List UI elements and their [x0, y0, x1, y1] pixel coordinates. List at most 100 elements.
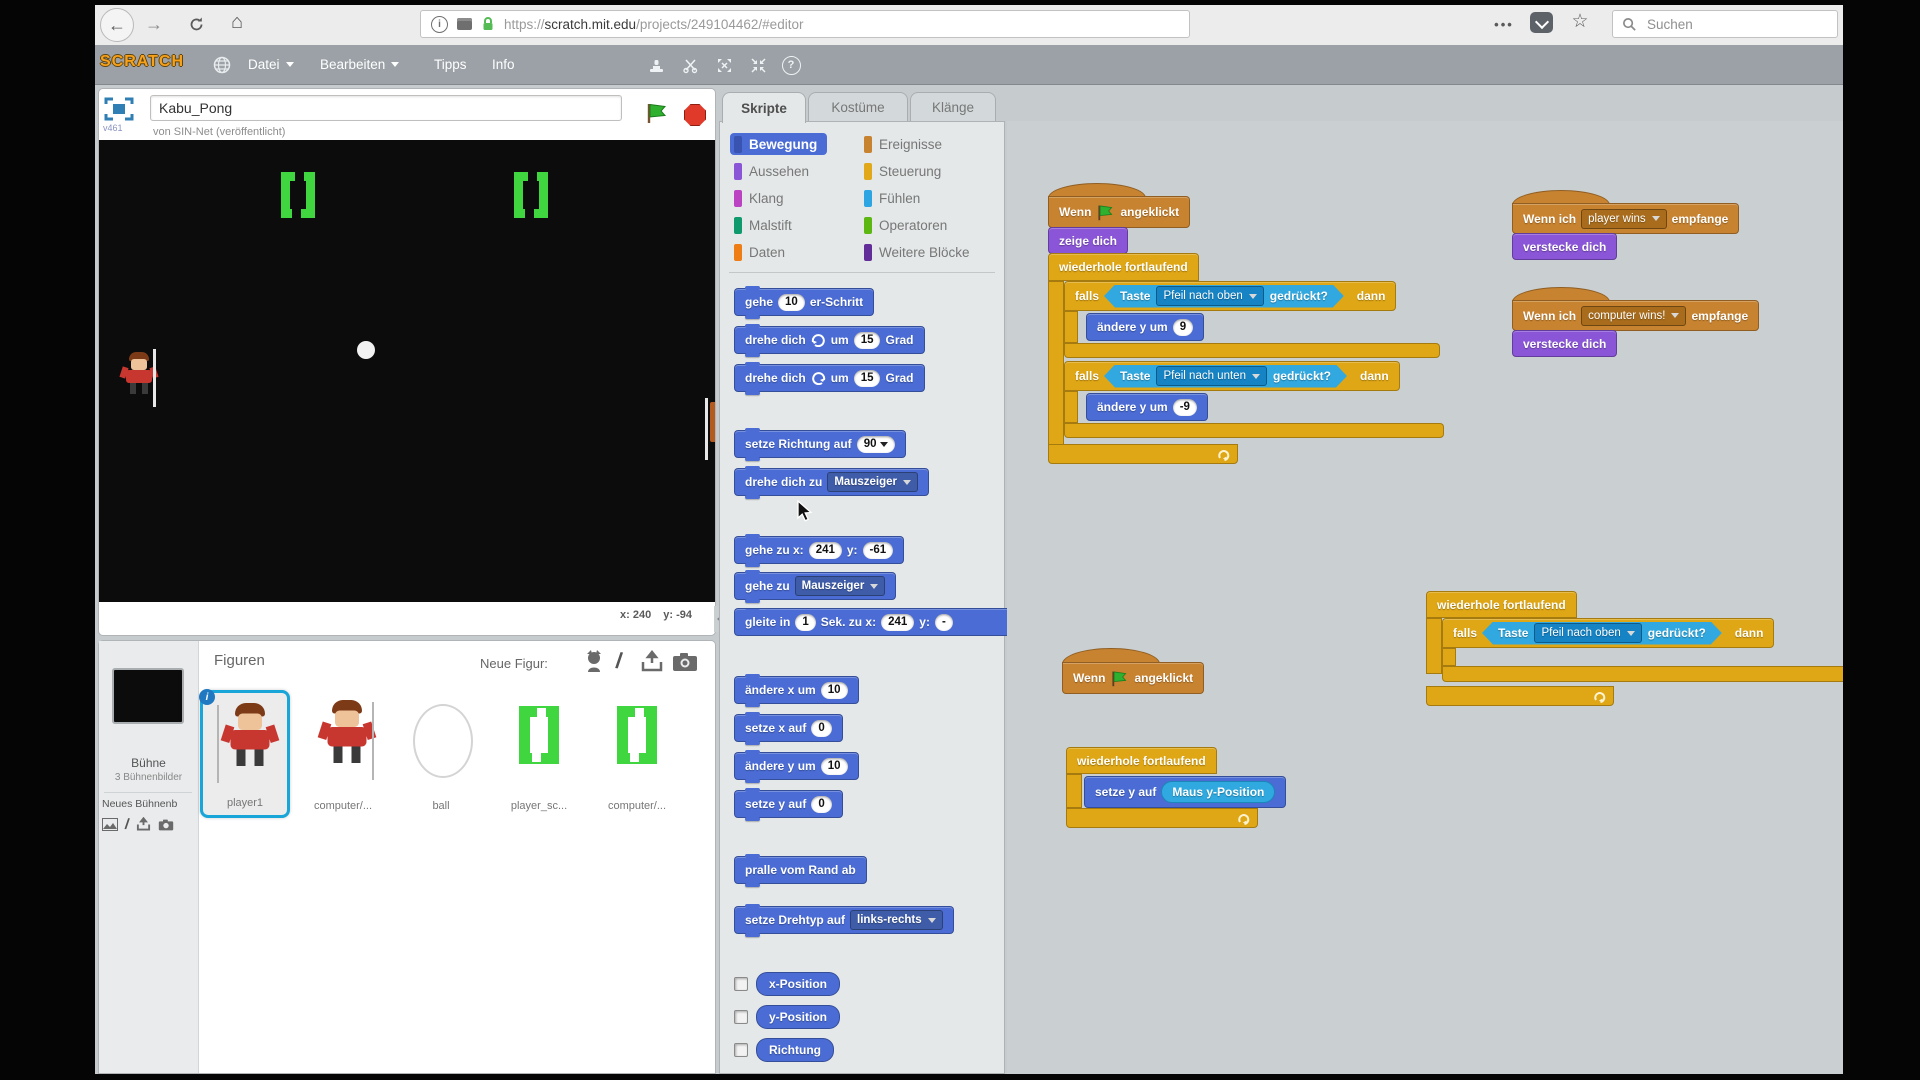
paintbrush-icon[interactable]: / — [123, 815, 131, 834]
sensing-key-pressed[interactable]: Taste Pfeil nach unten gedrückt? — [1104, 365, 1347, 388]
bookmark-star-button[interactable]: ☆ — [1568, 9, 1592, 33]
category-malstift[interactable]: Malstift — [734, 214, 792, 236]
checkbox-x-position[interactable] — [734, 977, 748, 991]
tab-skripte[interactable]: Skripte — [722, 92, 806, 123]
dropdown[interactable]: player wins — [1581, 208, 1667, 229]
sensing-key-pressed[interactable]: Taste Pfeil nach oben gedrückt? — [1482, 622, 1722, 645]
reload-button[interactable] — [184, 12, 208, 36]
script-hat-when-flag[interactable]: Wenn angeklickt — [1048, 196, 1191, 228]
category-weitere-bloecke[interactable]: Weitere Blöcke — [864, 241, 970, 263]
project-title-input[interactable] — [150, 95, 622, 121]
scratch-logo[interactable]: SCRATCH — [100, 53, 185, 70]
grow-tool-button[interactable] — [712, 54, 736, 76]
fullscreen-button[interactable] — [104, 97, 134, 126]
script-forever-label[interactable]: wiederhole fortlaufend — [1048, 253, 1199, 281]
category-ereignisse[interactable]: Ereignisse — [864, 133, 942, 155]
language-button[interactable] — [210, 54, 234, 76]
checkbox-richtung[interactable] — [734, 1043, 748, 1057]
upload-sprite-button[interactable] — [640, 649, 664, 679]
sprite-cell-computer[interactable]: computer/... — [298, 690, 388, 818]
script-forever-label-2[interactable]: wiederhole fortlaufend — [1426, 591, 1577, 618]
sprite-cell-computer-score[interactable]: computer/... — [592, 690, 682, 818]
page-actions-button[interactable]: ••• — [1494, 16, 1514, 32]
new-sprite-from-library-button[interactable] — [582, 648, 606, 679]
menu-datei[interactable]: Datei — [248, 51, 294, 77]
stage-thumbnail[interactable] — [112, 668, 184, 724]
category-daten[interactable]: Daten — [734, 241, 785, 263]
script-block-zeige-dich[interactable]: zeige dich — [1048, 227, 1129, 254]
forward-button[interactable]: → — [142, 12, 166, 36]
script-hat-receive-player-wins[interactable]: Wenn ich player wins empfange — [1512, 203, 1740, 234]
reporter-x-position[interactable]: x-Position — [756, 972, 841, 996]
page-info-icon[interactable]: i — [431, 15, 448, 33]
category-operatoren[interactable]: Operatoren — [864, 214, 947, 236]
menu-tipps[interactable]: Tipps — [434, 56, 467, 72]
dropdown[interactable]: Pfeil nach oben — [1156, 286, 1263, 306]
extension-icon[interactable] — [457, 18, 472, 30]
category-steuerung[interactable]: Steuerung — [864, 160, 941, 182]
script-if-up[interactable]: falls Taste Pfeil nach oben gedrückt? da… — [1064, 281, 1397, 311]
script-block-aendere-y-minus9[interactable]: ändere y um-9 — [1086, 393, 1208, 421]
reporter-y-position[interactable]: y-Position — [756, 1005, 841, 1029]
script-hat-receive-computer-wins[interactable]: Wenn ich computer wins! empfange — [1512, 300, 1760, 331]
computer-paddle[interactable] — [705, 398, 708, 460]
url-bar[interactable]: i https://scratch.mit.edu/projects/24910… — [420, 10, 1190, 38]
menu-info[interactable]: Info — [492, 56, 515, 72]
dropdown[interactable]: Mauszeiger — [794, 576, 886, 596]
duplicate-tool-button[interactable] — [644, 54, 668, 76]
sprite-cell-ball[interactable]: ball — [396, 690, 486, 818]
ball-sprite[interactable] — [357, 341, 375, 359]
palette-block-gehe-zu-xy[interactable]: gehe zu x:241 y:-61 — [734, 534, 905, 567]
script-hat-when-flag-2[interactable]: Wenn angeklickt — [1062, 662, 1205, 694]
category-bewegung[interactable]: Bewegung — [730, 133, 828, 155]
sensing-key-pressed[interactable]: Taste Pfeil nach oben gedrückt? — [1104, 285, 1344, 308]
dropdown[interactable]: Pfeil nach oben — [1534, 623, 1641, 643]
script-if-up-2[interactable]: falls Taste Pfeil nach oben gedrückt? da… — [1442, 618, 1775, 648]
script-if-down[interactable]: falls Taste Pfeil nach unten gedrückt? d… — [1064, 361, 1400, 391]
browser-search[interactable] — [1612, 10, 1838, 38]
tab-kostueme[interactable]: Kostüme — [808, 92, 908, 122]
dropdown[interactable]: Pfeil nach unten — [1156, 366, 1266, 386]
player-paddle[interactable] — [153, 349, 156, 407]
reporter-richtung[interactable]: Richtung — [756, 1038, 834, 1062]
sprite-info-badge[interactable]: i — [199, 689, 215, 705]
pocket-button[interactable] — [1530, 12, 1553, 33]
palette-block-pralle[interactable]: pralle vom Rand ab — [734, 854, 867, 887]
tab-klaenge[interactable]: Klänge — [910, 92, 996, 122]
upload-icon[interactable] — [136, 817, 151, 832]
dropdown[interactable]: Mauszeiger — [827, 472, 918, 492]
reporter-maus-y[interactable]: Maus y-Position — [1161, 781, 1276, 803]
camera-sprite-button[interactable] — [672, 652, 698, 677]
green-flag-button[interactable] — [645, 102, 669, 129]
player-sprite[interactable] — [119, 352, 159, 396]
script-block-verstecke-dich[interactable]: verstecke dich — [1512, 330, 1618, 357]
category-klang[interactable]: Klang — [734, 187, 784, 209]
category-fuehlen[interactable]: Fühlen — [864, 187, 920, 209]
dropdown[interactable]: computer wins! — [1581, 305, 1687, 326]
checkbox-y-position[interactable] — [734, 1010, 748, 1024]
menu-bearbeiten[interactable]: Bearbeiten — [320, 51, 400, 77]
sprite-cell-player1[interactable]: i player1 — [199, 689, 290, 818]
dropdown[interactable]: links-rechts — [850, 910, 943, 930]
category-aussehen[interactable]: Aussehen — [734, 160, 809, 182]
stop-button[interactable] — [684, 104, 706, 126]
back-button[interactable]: ← — [100, 8, 134, 42]
delete-tool-button[interactable] — [678, 54, 702, 76]
sprite-cell-player-score[interactable]: player_sc... — [494, 690, 584, 818]
backdrop-library-icon[interactable] — [102, 818, 118, 831]
home-button[interactable]: ⌂ — [224, 9, 250, 35]
shrink-tool-button[interactable] — [746, 54, 770, 76]
block-help-button[interactable]: ? — [780, 54, 802, 76]
